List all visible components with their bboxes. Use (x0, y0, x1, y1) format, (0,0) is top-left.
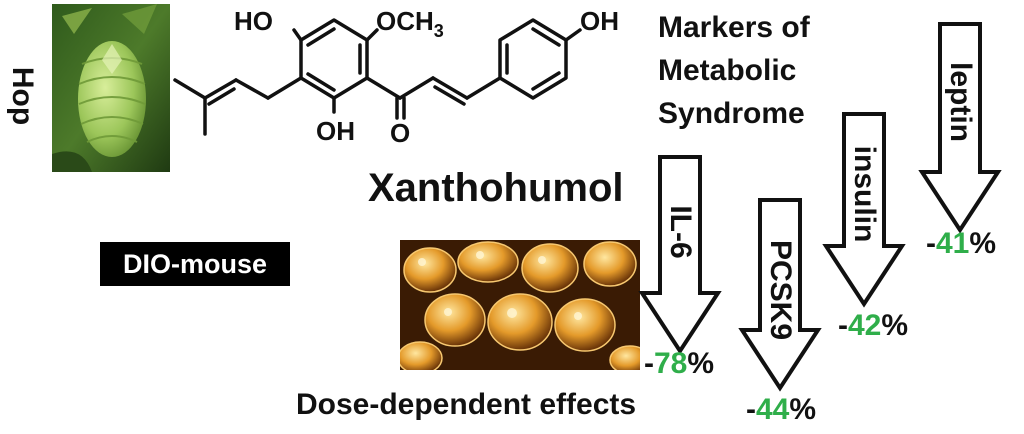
il6-down-arrow (638, 155, 722, 355)
xanthohumol-structure: HO OCH3 OH O OH (173, 6, 619, 148)
hop-flower-image (52, 4, 170, 172)
il6-reduction: -78% (644, 347, 715, 380)
cell-micrograph-image (400, 240, 640, 370)
leptin-label: leptin (944, 62, 977, 142)
hop-flower-label: Hop flower (0, 51, 39, 141)
markers-title-line-1: Markers of (658, 11, 810, 44)
markers-title: Markers of Metabolic Syndrome (658, 6, 858, 135)
pcsk9-down-arrow (738, 198, 822, 392)
il6-label: IL-6 (664, 205, 697, 259)
model-badge: DIO-mouse (100, 242, 290, 286)
markers-title-line-3: Syndrome (658, 97, 805, 130)
pcsk9-label: PCSK9 (764, 239, 797, 341)
insulin-down-arrow (822, 112, 906, 308)
ortho-hydroxyl-label: OH (316, 116, 355, 146)
insulin-label: insulin (848, 145, 881, 243)
leptin-down-arrow (918, 22, 1002, 234)
leptin-reduction: -41% (926, 227, 997, 260)
compound-name: Xanthohumol (368, 166, 624, 210)
carbonyl-oxygen-label: O (390, 118, 410, 148)
phenol-hydroxyl-label: OH (580, 6, 619, 36)
methoxy-label: OCH3 (376, 6, 444, 41)
ring-hydroxyl-label: HO (234, 6, 273, 36)
dose-dependent-caption: Dose-dependent effects (296, 388, 637, 421)
markers-title-line-2: Metabolic (658, 54, 797, 87)
pcsk9-reduction: -44% (746, 393, 817, 426)
insulin-reduction: -42% (838, 309, 909, 342)
